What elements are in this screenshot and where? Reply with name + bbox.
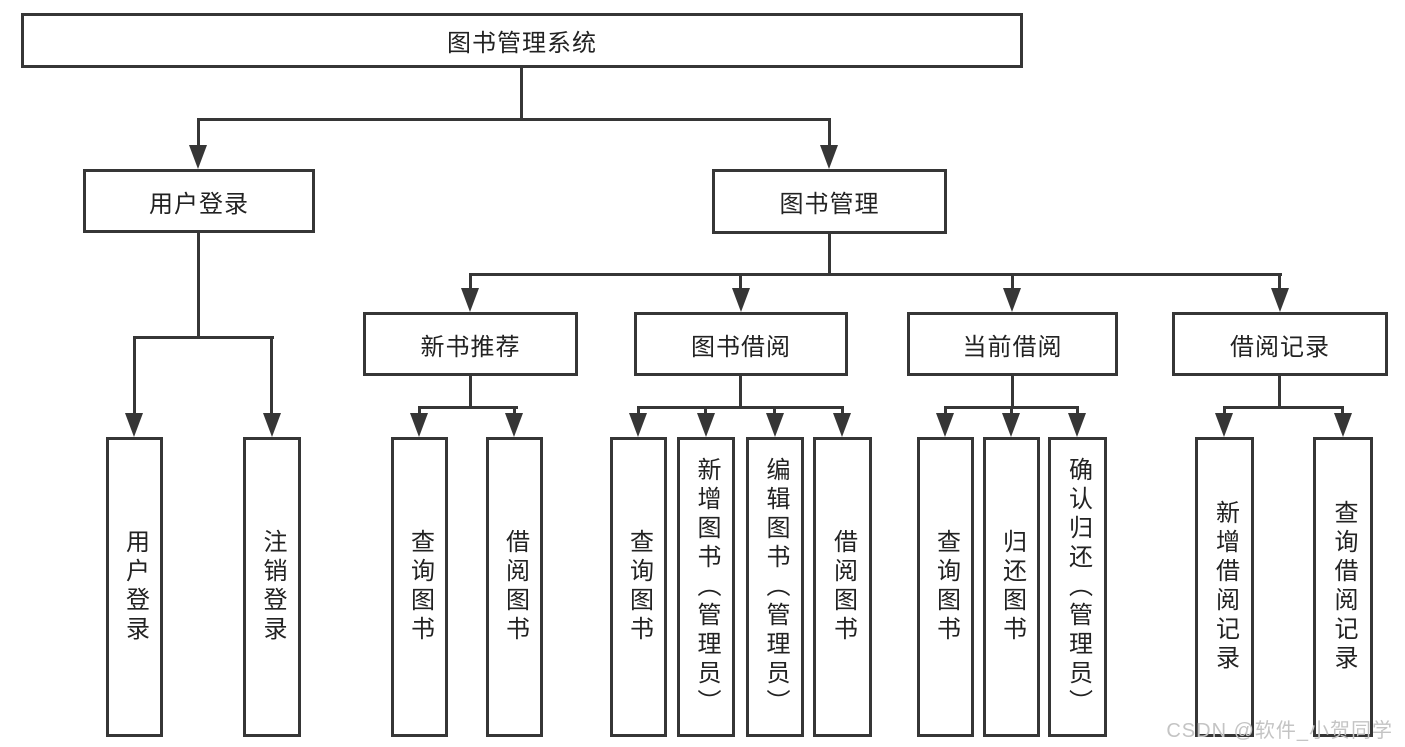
leaf-query-borrow-record: 查询借阅记录 xyxy=(1313,437,1373,737)
leaf-label: 归还图书 xyxy=(998,529,1026,645)
connector-line xyxy=(637,406,844,409)
connector-line xyxy=(418,406,421,416)
arrowhead-down-icon xyxy=(833,413,851,437)
node-label: 图书管理系统 xyxy=(447,30,597,57)
arrowhead-down-icon xyxy=(697,413,715,437)
connector-line xyxy=(637,406,640,416)
arrowhead-down-icon xyxy=(125,413,143,437)
connector-line xyxy=(773,406,776,416)
node-label: 借阅记录 xyxy=(1230,333,1330,361)
connector-line xyxy=(704,406,707,416)
leaf-edit-books-admin: 编辑图书（管理员） xyxy=(746,437,804,737)
leaf-logout: 注销登录 xyxy=(243,437,301,737)
connector-line xyxy=(828,118,831,148)
leaf-label: 确认归还（管理员） xyxy=(1064,456,1092,718)
leaf-label: 查询借阅记录 xyxy=(1330,500,1357,674)
connector-line xyxy=(828,232,831,276)
connector-line xyxy=(1223,406,1226,416)
leaf-label: 查询图书 xyxy=(932,529,960,645)
leaf-label: 编辑图书（管理员） xyxy=(762,456,789,718)
connector-line xyxy=(469,273,472,291)
arrowhead-down-icon xyxy=(1002,413,1020,437)
connector-line xyxy=(133,336,136,416)
leaf-user-login: 用户登录 xyxy=(106,437,163,737)
arrowhead-down-icon xyxy=(1215,413,1233,437)
watermark-csdn: CSDN @软件_小贺同学 xyxy=(1166,720,1393,742)
connector-line xyxy=(469,273,1282,276)
arrowhead-down-icon xyxy=(629,413,647,437)
node-current-borrowing: 当前借阅 xyxy=(907,312,1118,376)
connector-line xyxy=(1011,273,1014,291)
connector-line xyxy=(739,374,742,409)
arrowhead-down-icon xyxy=(1068,413,1086,437)
connector-line xyxy=(520,66,523,121)
connector-line xyxy=(1076,406,1079,416)
arrowhead-down-icon xyxy=(410,413,428,437)
leaf-label: 用户登录 xyxy=(121,529,149,645)
connector-line xyxy=(197,118,200,148)
leaf-label: 查询图书 xyxy=(625,529,653,645)
connector-line xyxy=(418,406,518,409)
connector-line xyxy=(739,273,742,291)
leaf-confirm-return-admin: 确认归还（管理员） xyxy=(1048,437,1107,737)
node-new-book-recommendation: 新书推荐 xyxy=(363,312,578,376)
node-book-borrowing: 图书借阅 xyxy=(634,312,848,376)
connector-line xyxy=(1341,406,1344,416)
leaf-query-books-recommend: 查询图书 xyxy=(391,437,448,737)
connector-line xyxy=(1011,374,1014,409)
connector-line xyxy=(841,406,844,416)
arrowhead-down-icon xyxy=(936,413,954,437)
connector-line xyxy=(469,374,472,409)
connector-line xyxy=(513,406,516,416)
arrowhead-down-icon xyxy=(766,413,784,437)
connector-line xyxy=(1010,406,1013,416)
arrowhead-down-icon xyxy=(1334,413,1352,437)
connector-line xyxy=(944,406,947,416)
leaf-label: 新增借阅记录 xyxy=(1211,500,1239,674)
arrowhead-down-icon xyxy=(263,413,281,437)
leaf-query-books-borrowing: 查询图书 xyxy=(610,437,667,737)
leaf-add-borrow-record: 新增借阅记录 xyxy=(1195,437,1254,737)
arrowhead-down-icon xyxy=(1271,288,1289,312)
arrowhead-down-icon xyxy=(732,288,750,312)
arrowhead-down-icon xyxy=(189,145,207,169)
leaf-label: 新增图书（管理员） xyxy=(693,456,720,718)
leaf-borrow-books-recommend: 借阅图书 xyxy=(486,437,543,737)
node-label: 图书管理 xyxy=(779,191,880,218)
connector-line xyxy=(270,336,273,416)
connector-line xyxy=(197,118,831,121)
arrowhead-down-icon xyxy=(461,288,479,312)
leaf-label: 注销登录 xyxy=(259,529,286,645)
node-label: 当前借阅 xyxy=(962,333,1063,361)
node-label: 图书借阅 xyxy=(691,333,791,361)
leaf-return-books: 归还图书 xyxy=(983,437,1040,737)
leaf-query-books-current: 查询图书 xyxy=(917,437,974,737)
connector-line xyxy=(197,231,200,339)
connector-line xyxy=(1223,406,1344,409)
node-label: 新书推荐 xyxy=(420,333,521,361)
node-borrowing-records: 借阅记录 xyxy=(1172,312,1388,376)
node-label: 用户登录 xyxy=(149,190,249,218)
leaf-label: 借阅图书 xyxy=(829,529,857,645)
connector-line xyxy=(1278,273,1281,291)
leaf-label: 借阅图书 xyxy=(501,529,529,645)
arrowhead-down-icon xyxy=(820,145,838,169)
leaf-borrow-books-borrowing: 借阅图书 xyxy=(813,437,872,737)
connector-line xyxy=(1278,374,1281,409)
node-user-login: 用户登录 xyxy=(83,169,315,233)
leaf-add-books-admin: 新增图书（管理员） xyxy=(677,437,735,737)
node-book-management: 图书管理 xyxy=(712,169,947,234)
arrowhead-down-icon xyxy=(1003,288,1021,312)
connector-line xyxy=(133,336,274,339)
node-library-management-system: 图书管理系统 xyxy=(21,13,1023,68)
leaf-label: 查询图书 xyxy=(406,529,434,645)
arrowhead-down-icon xyxy=(505,413,523,437)
